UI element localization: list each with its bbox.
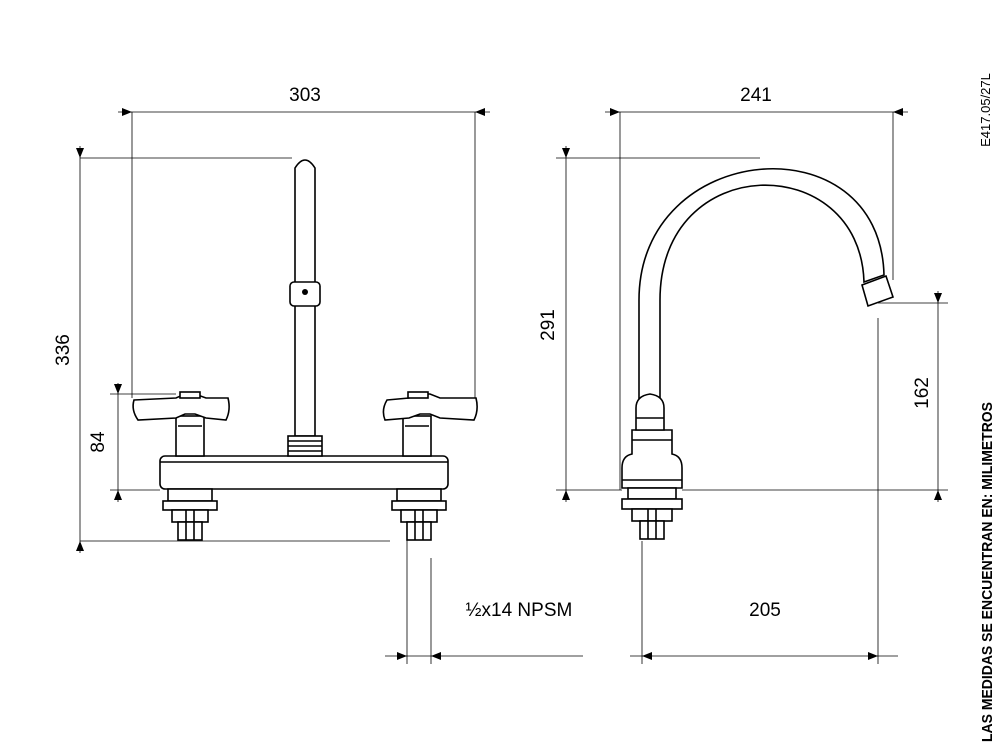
side-base [621, 429, 683, 489]
dim-clearance: 162 [912, 377, 933, 409]
front-view [132, 159, 478, 541]
left-supply-shank [162, 488, 218, 541]
front-dimensions: 303 336 84 ½x14 NPSM [53, 85, 583, 664]
faucet-base [159, 455, 449, 490]
side-supply-shank [621, 487, 683, 540]
gooseneck-spout [638, 167, 885, 401]
dim-thread: ½x14 NPSM [466, 600, 573, 621]
side-dimensions: 241 291 162 205 [538, 85, 948, 664]
front-spout [287, 159, 323, 457]
dim-handle-height: 84 [88, 431, 109, 453]
side-view [621, 167, 895, 540]
units-note: LAS MEDIDAS SE ENCUENTRAN EN: MILIMETROS [979, 402, 996, 742]
aerator [861, 274, 895, 308]
dim-spout-reach: 205 [749, 600, 781, 621]
dim-front-width: 303 [289, 85, 321, 106]
dim-side-width: 241 [740, 85, 772, 106]
right-supply-shank [391, 488, 447, 541]
dim-front-height: 336 [53, 334, 74, 366]
drawing-code: E417.05/27L [978, 73, 993, 147]
left-handle [132, 391, 230, 457]
dim-side-height: 291 [538, 309, 559, 341]
right-handle [382, 391, 478, 457]
